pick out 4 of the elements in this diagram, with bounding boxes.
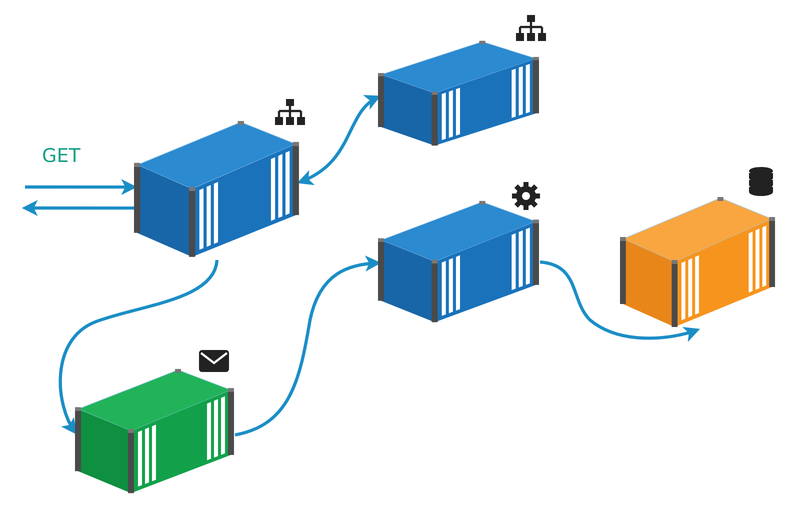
arrow [540,260,700,342]
arrow [297,95,381,184]
arrow [58,260,219,435]
arrow [22,200,134,216]
